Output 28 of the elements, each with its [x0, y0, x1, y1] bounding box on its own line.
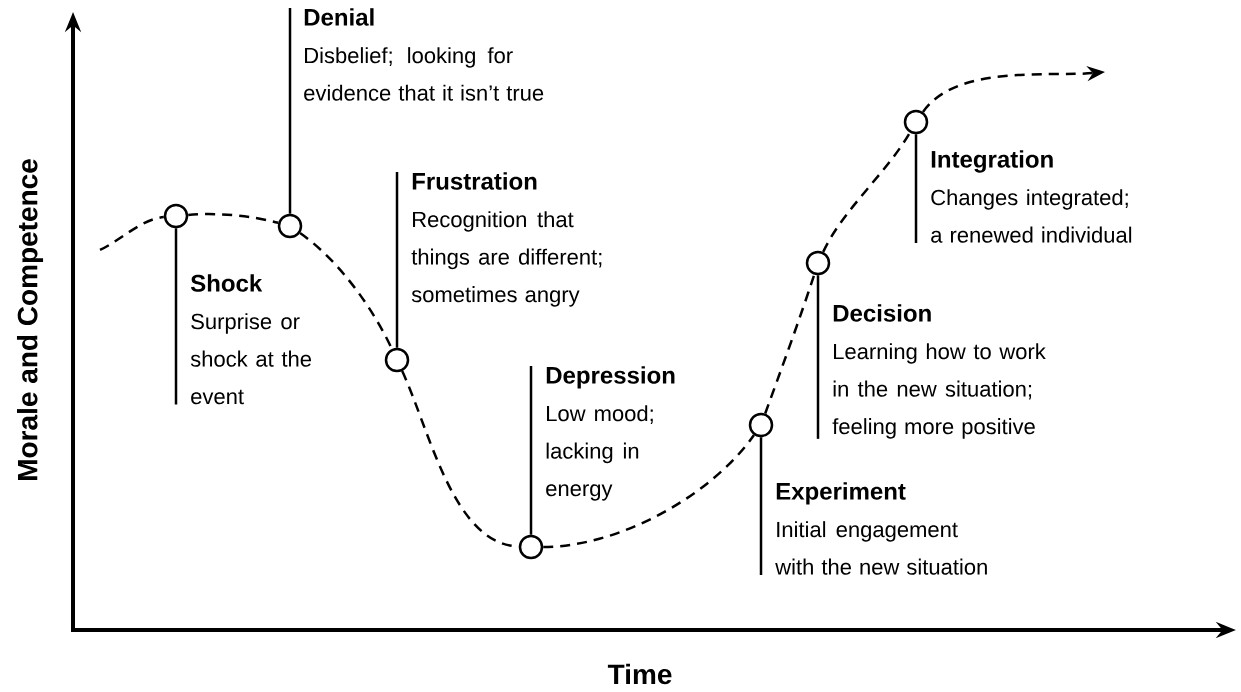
- stage-label: Shock Surprise or shock at the event: [190, 274, 312, 405]
- leader-line: [288, 8, 292, 214]
- stage-label: Frustration Recognition that things are different; sometimes angry: [411, 172, 602, 307]
- stage-marker: [903, 109, 929, 135]
- stage-label: Decision Learning how to work in the new situation; feeling more positive: [832, 304, 1046, 439]
- axis-title: Morale and Competence: [16, 159, 44, 480]
- axis-title: Time: [607, 663, 672, 685]
- leader-line: [174, 228, 178, 405]
- leader-line: [529, 366, 533, 535]
- stage-label: Experiment Initial engagement with the new situation: [775, 482, 987, 575]
- stage-marker: [805, 250, 831, 276]
- stage-marker: [518, 534, 544, 560]
- dashed-curve: [99, 215, 164, 252]
- stage-marker: [163, 203, 189, 229]
- dashed-curve: [543, 434, 755, 549]
- leader-line: [395, 172, 399, 348]
- stage-marker: [748, 412, 774, 438]
- stage-label: Depression Low mood; lacking in energy: [546, 366, 675, 501]
- leader-line: [759, 437, 763, 575]
- stage-marker: [384, 347, 410, 373]
- stage-label: Integration Changes integrated; a renewed individual: [931, 150, 1132, 243]
- dashed-curve: [764, 274, 816, 414]
- dashed-curve: [188, 212, 279, 225]
- leader-line: [914, 134, 918, 243]
- stage-marker: [277, 213, 303, 239]
- stage-label: Denial Disbelief; looking for evidence that it isn’t true: [304, 8, 544, 101]
- dashed-curve: [822, 131, 911, 253]
- leader-line: [816, 275, 820, 439]
